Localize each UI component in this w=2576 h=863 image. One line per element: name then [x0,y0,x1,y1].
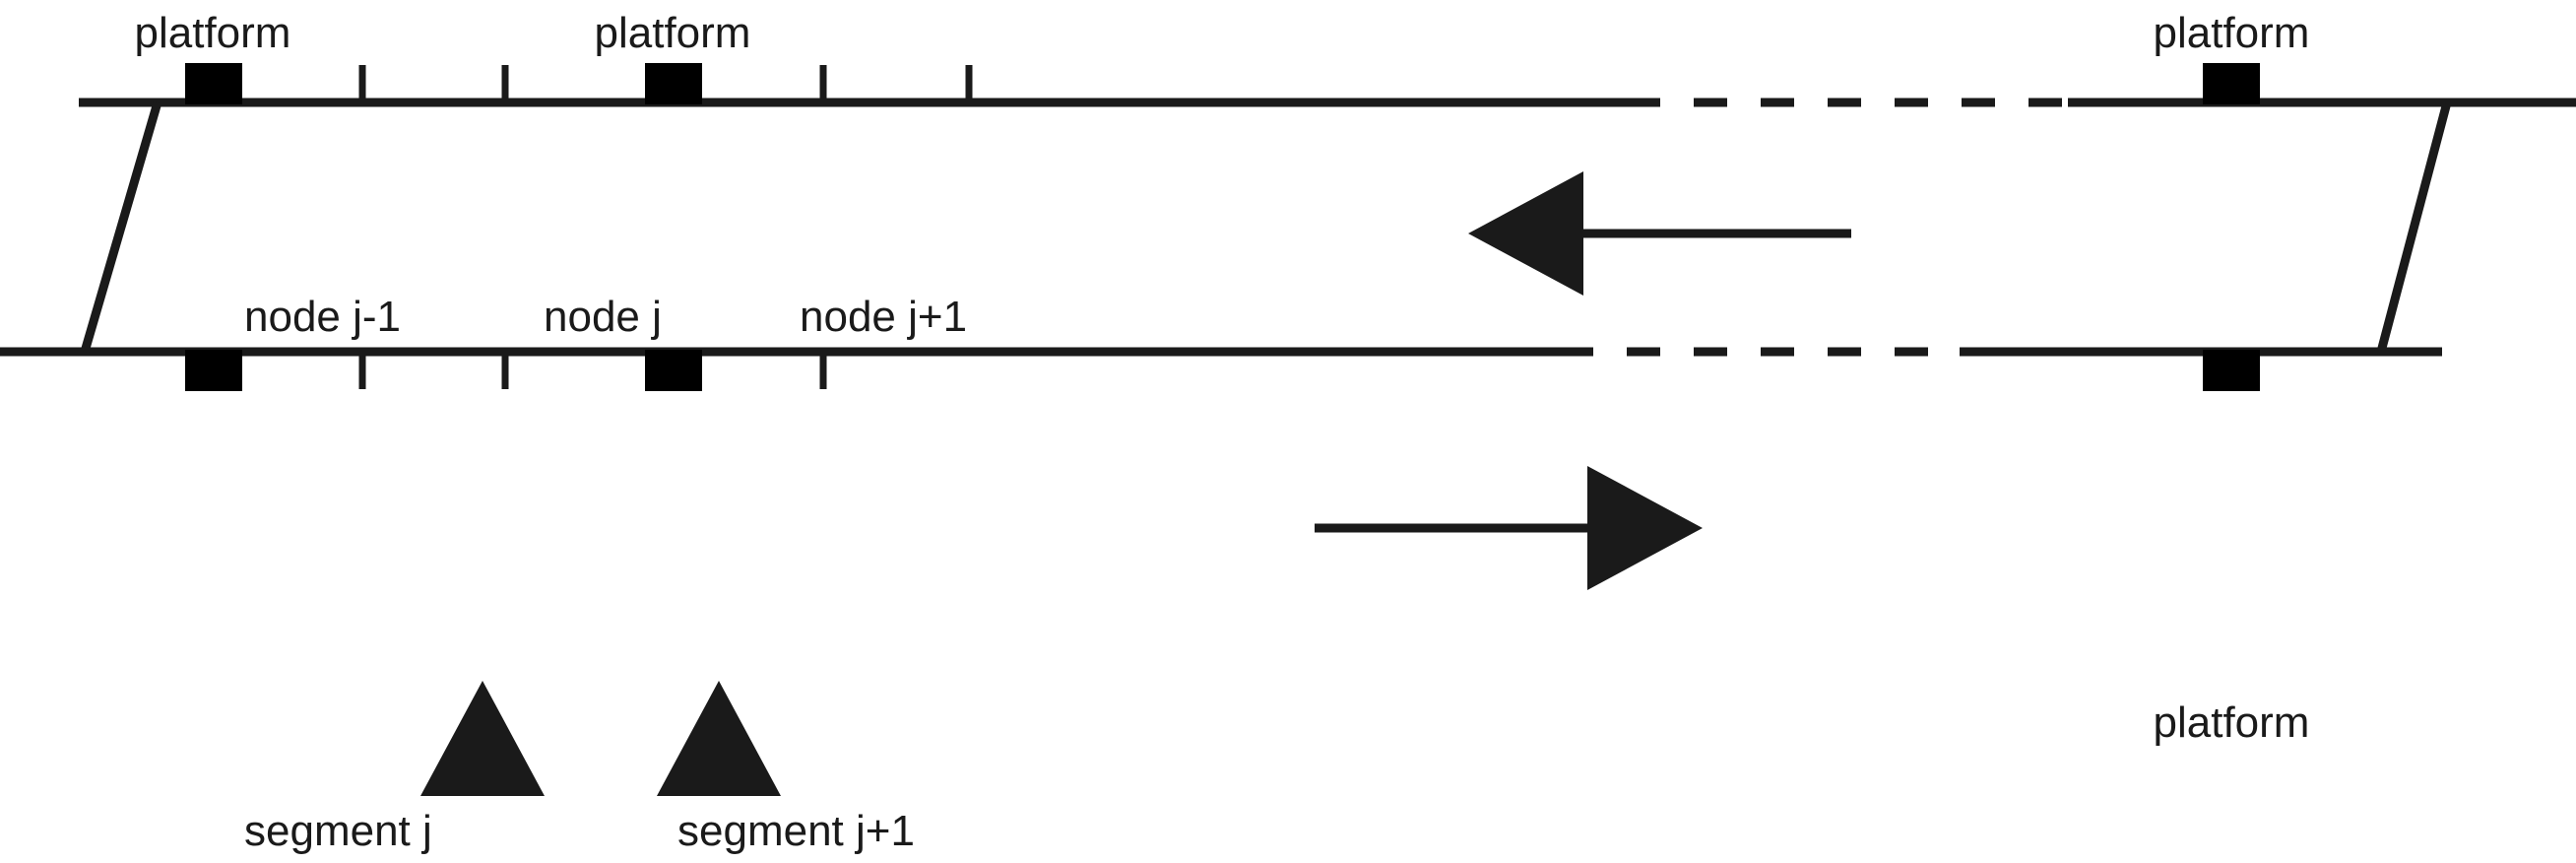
label-node-j-minus-1: node j-1 [244,293,401,341]
platform-top-left-block [185,63,242,104]
bottom-track-group [0,347,2442,391]
label-node-j: node j [544,293,662,341]
label-segment-j-plus-1: segment j+1 [677,807,915,855]
platform-top-right-block [2203,63,2260,104]
platform-bottom-middle-block [645,350,702,391]
platform-top-middle-block [645,63,702,104]
platform-bottom-left-block [185,350,242,391]
label-platform-top-right: platform [2154,9,2310,57]
platform-bottom-right-block [2203,350,2260,391]
left-connector-line [80,100,162,354]
label-platform-bottom-right: platform [2154,698,2310,747]
label-node-j-plus-1: node j+1 [800,293,967,341]
label-platform-top-left: platform [135,9,291,57]
label-platform-top-middle: platform [595,9,751,57]
label-segment-j: segment j [244,807,432,855]
right-connector-line [2376,100,2452,354]
top-track-group [79,63,2576,107]
